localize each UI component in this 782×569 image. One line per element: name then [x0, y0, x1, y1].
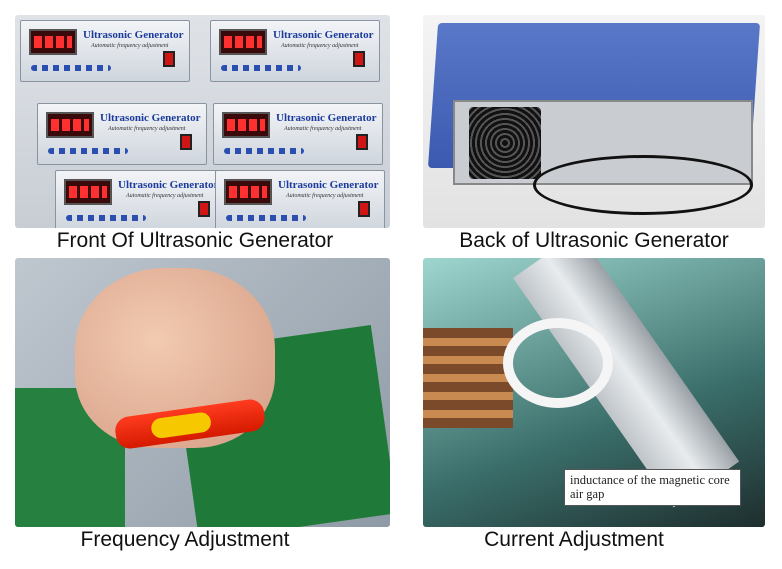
unit-sublabel: Automatic frequency adjustment	[286, 193, 364, 199]
unit-label: Ultrasonic Generator	[118, 179, 219, 191]
caption-frequency: Frequency Adjustment	[80, 528, 290, 551]
caption-back: Back of Ultrasonic Generator	[459, 229, 729, 252]
unit-label: Ultrasonic Generator	[273, 29, 374, 41]
current-adjustment-photo: inductance of the magnetic core air gap	[423, 258, 765, 527]
unit-label: Ultrasonic Generator	[278, 179, 379, 191]
frequency-adjustment-photo	[15, 258, 390, 527]
unit-sublabel: Automatic frequency adjustment	[126, 193, 204, 199]
annotation-label: inductance of the magnetic core air gap	[564, 469, 741, 506]
unit-sublabel: Automatic frequency adjustment	[284, 126, 362, 132]
coil-wires	[503, 318, 613, 408]
fan-icon	[469, 107, 541, 179]
unit-sublabel: Automatic frequency adjustment	[108, 126, 186, 132]
unit-label: Ultrasonic Generator	[100, 112, 201, 124]
unit-label: Ultrasonic Generator	[83, 29, 184, 41]
caption-current: Current Adjustment	[484, 528, 664, 551]
power-cable	[533, 155, 753, 215]
terminal-block	[423, 328, 513, 428]
back-generator-photo	[423, 15, 765, 228]
unit-label: Ultrasonic Generator	[276, 112, 377, 124]
unit-sublabel: Automatic frequency adjustment	[91, 43, 169, 49]
unit-sublabel: Automatic frequency adjustment	[281, 43, 359, 49]
caption-front: Front Of Ultrasonic Generator	[56, 229, 334, 252]
